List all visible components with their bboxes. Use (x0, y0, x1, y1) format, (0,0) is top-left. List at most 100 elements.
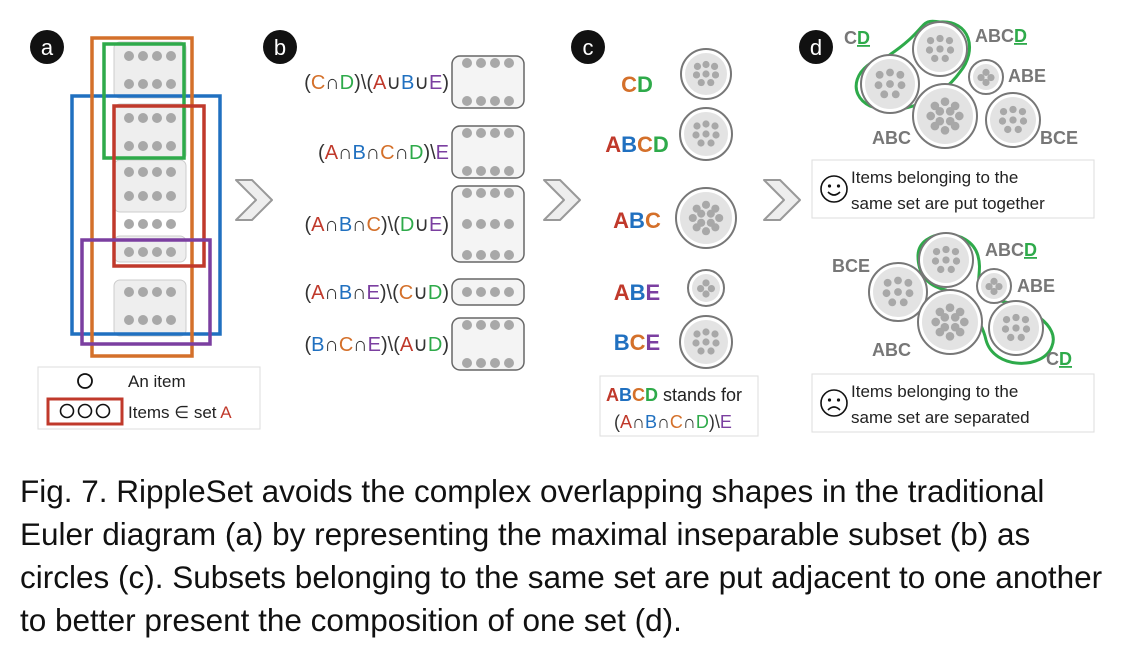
subset-dot (476, 358, 486, 368)
cluster-label-highlight: CD (844, 28, 870, 48)
circle-dot (693, 62, 702, 70)
circle-dot (905, 289, 914, 298)
panel-label-b-text: b (274, 35, 286, 60)
subset-dot (490, 96, 500, 106)
formula-part: B (401, 72, 414, 94)
cluster-message-line: same set are separated (851, 408, 1030, 427)
formula-part: ( (304, 334, 311, 356)
set-d-rect (102, 42, 186, 160)
circle-dot (945, 116, 955, 126)
circle-dot (712, 339, 720, 347)
circle-dot (1001, 325, 1010, 333)
abcd-note-line2: (A∩B∩C∩D)\E (614, 412, 732, 432)
subset-dot (462, 166, 472, 176)
circle-dot (894, 288, 902, 296)
subsets-panel: (C∩D)\(A∪B∪E)(A∩B∩C∩D)\E(A∩B∩C)\(D∪E)(A∩… (304, 55, 525, 371)
subset-dot (476, 166, 486, 176)
item-dot (124, 247, 134, 257)
subset-dot (504, 58, 514, 68)
formula-part: ∩ (352, 214, 366, 236)
subset-dot (504, 287, 514, 297)
subset-circle (912, 83, 978, 149)
item-dot (138, 113, 148, 123)
circle-dot (701, 227, 711, 236)
item-dot (124, 191, 134, 201)
legend-items-prefix: Items ∈ set (128, 403, 220, 422)
circle-dot (977, 73, 985, 82)
subset-box (451, 317, 525, 371)
subset-dot (462, 58, 472, 68)
formula-part: ∪ (386, 72, 401, 94)
circle-dot (942, 245, 950, 254)
item-dot (138, 51, 148, 61)
circle-dot (926, 111, 936, 121)
item-dot (166, 219, 176, 229)
item-dot (124, 167, 134, 177)
subset-box (451, 55, 525, 109)
formula-part: )\( (380, 282, 399, 304)
circle-label: ABE (614, 280, 660, 305)
item-dot (152, 141, 162, 151)
chevron-right-icon (543, 179, 581, 221)
formula-part: A (325, 142, 339, 164)
subset-dot (462, 287, 472, 297)
formula-part: ) (442, 214, 449, 236)
circle-dot (880, 90, 889, 99)
circle-dot (954, 111, 964, 121)
formula-part: D (400, 214, 414, 236)
circle-dot (702, 290, 710, 298)
subset-dot (490, 250, 500, 260)
circle-dot (982, 68, 990, 76)
cluster-label: ABE (1017, 276, 1055, 296)
subset-circle (860, 54, 920, 114)
formula-part: C (311, 72, 325, 94)
subset-box (451, 125, 525, 179)
subset-circle (868, 262, 928, 322)
formula-part: ∪ (413, 334, 428, 356)
formula-part: A (311, 214, 325, 236)
cluster-label: ABC (872, 340, 911, 360)
subset-box (451, 278, 525, 306)
item-dot (152, 167, 162, 177)
figure-caption: Fig. 7. RippleSet avoids the complex ove… (20, 473, 1103, 638)
cluster-message-line: Items belonging to the (851, 168, 1018, 187)
item-dot (138, 219, 148, 229)
circle-dot (941, 54, 949, 63)
formula-part: ∪ (413, 282, 428, 304)
item-dot (138, 287, 148, 297)
subset-box (451, 185, 525, 263)
item-dot (138, 167, 148, 177)
circle-label: ABCD (605, 132, 669, 157)
subset-circle (918, 232, 974, 288)
circle-label: ABC (613, 208, 661, 233)
circle-dot (712, 131, 720, 139)
circle-label: BCE (614, 330, 660, 355)
item-dot (138, 191, 148, 201)
subset-dot (462, 358, 472, 368)
subset-dot (476, 188, 486, 198)
subset-dot (462, 128, 472, 138)
subset-dot (490, 219, 500, 229)
circle-dot (1009, 105, 1017, 114)
formula-part: A (400, 334, 414, 356)
circle-dot (894, 276, 902, 285)
circle-dot (715, 213, 724, 223)
formula-part: E (429, 214, 442, 236)
circle-dot (702, 338, 710, 346)
item-group-box (113, 103, 187, 161)
item-dot (138, 247, 148, 257)
set-c-rect (90, 36, 194, 358)
subset-dot (462, 250, 472, 260)
subset-dot (476, 58, 486, 68)
circle-dot (1019, 117, 1028, 125)
cluster-message-line: Items belonging to the (851, 382, 1018, 401)
ripple-set-figure: a b c d An item Items ∈ set A (C∩D)\(A∪B… (30, 19, 1095, 437)
circle-dot (940, 97, 950, 107)
item-dot (166, 191, 176, 201)
circle-dot (990, 287, 998, 296)
formula-part: B (352, 142, 365, 164)
item-dot (166, 51, 176, 61)
subset-dot (504, 166, 514, 176)
circle-label: CD (621, 72, 653, 97)
